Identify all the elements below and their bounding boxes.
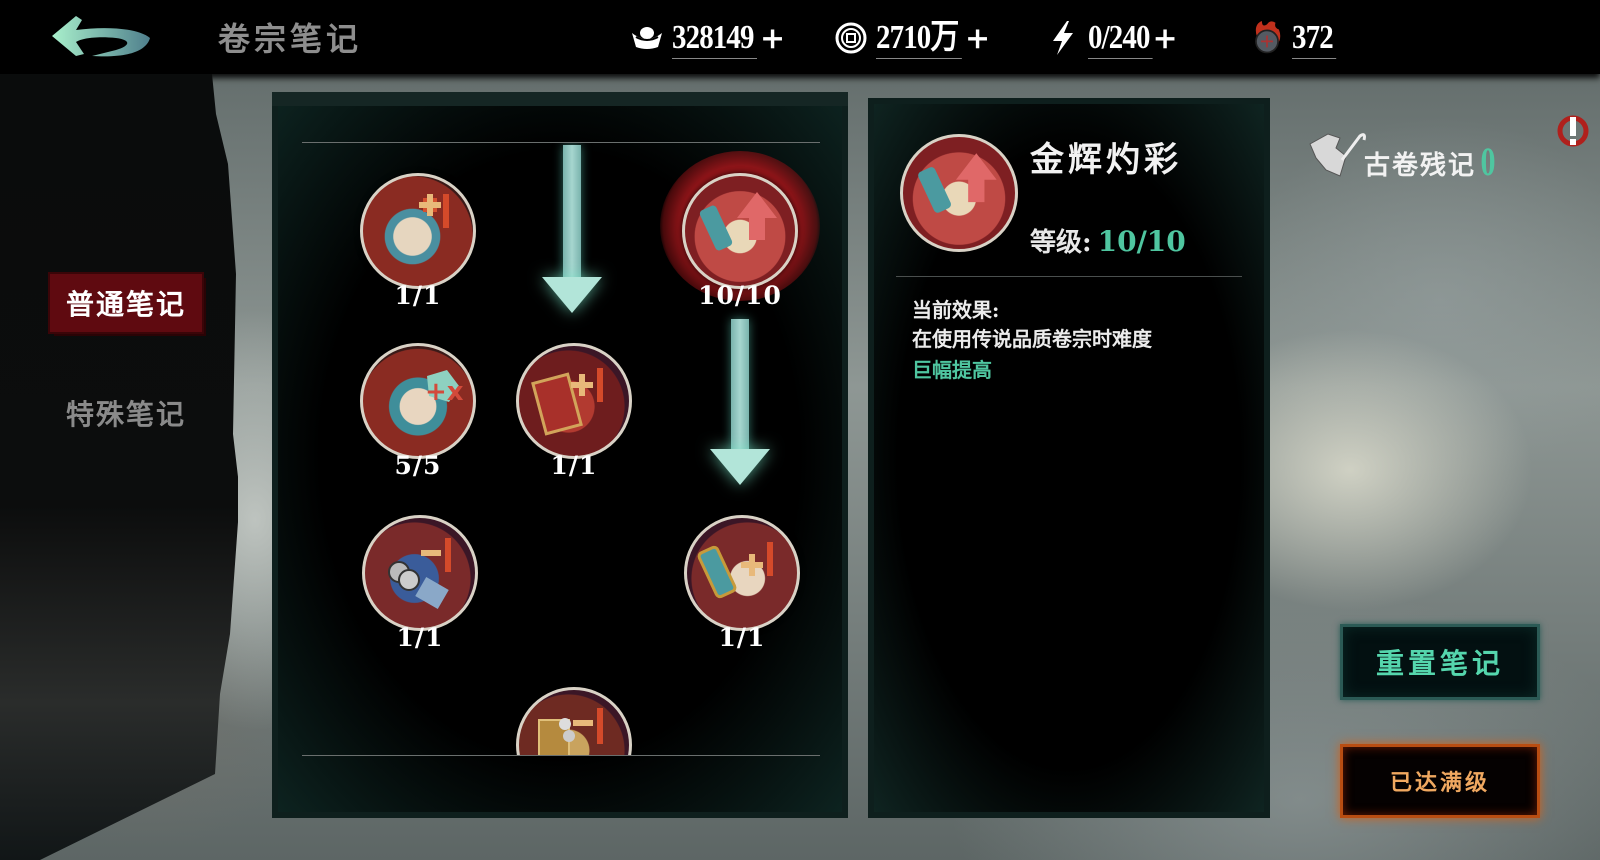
top-bar: 卷宗笔记 328149 + 2710万 + 0/240 + 372: [0, 0, 1600, 74]
ancient-fragments-counter: 古卷残记 0: [1306, 130, 1498, 182]
skill-node[interactable]: 1/1: [360, 173, 476, 313]
node-level-count: 1/1: [550, 451, 598, 480]
silver-value: 328149: [672, 18, 757, 59]
connector-arrow: [710, 319, 770, 489]
add-energy-button[interactable]: +: [1152, 20, 1178, 56]
node-level-count: 10/10: [698, 281, 782, 310]
level-label: 等级:: [1030, 228, 1092, 258]
skill-level: 等级:10/10: [1030, 222, 1186, 259]
resource-coin: 2710万 +: [834, 16, 990, 60]
coins-minus-one-icon: [362, 515, 478, 631]
skill-tree-panel: 1/1 10/10 +x 5/5 1/1: [272, 92, 848, 818]
resource-silver: 328149 +: [630, 16, 785, 60]
token-value: 372: [1292, 18, 1337, 59]
scroll-plus-x-icon: +x: [360, 343, 476, 459]
selected-skill-icon: [900, 134, 1018, 252]
skill-node[interactable]: 1/1: [362, 515, 478, 655]
skill-node[interactable]: 1/1: [516, 343, 632, 483]
copper-coin-icon: [834, 21, 868, 55]
energy-value: 0/240: [1088, 18, 1153, 59]
effect-description: 在使用传说品质卷宗时难度: [912, 327, 1152, 351]
coin-value: 2710万: [876, 18, 962, 59]
book-plus-one-icon: [516, 343, 632, 459]
skill-detail-panel: 金辉灼彩 等级:10/10 当前效果: 在使用传说品质卷宗时难度 巨幅提高: [868, 98, 1270, 818]
effect-label: 当前效果:: [912, 298, 1000, 322]
arrow-head-icon: [542, 277, 602, 313]
add-coin-button[interactable]: +: [965, 20, 991, 56]
tab-special-notes[interactable]: 特殊笔记: [65, 398, 186, 431]
skill-node-selected[interactable]: 10/10: [660, 151, 820, 313]
node-level-count: 1/1: [396, 623, 444, 652]
silver-ingot-icon: [630, 21, 664, 55]
connector-arrow: [542, 145, 602, 319]
arrow-head-icon: [710, 449, 770, 485]
svg-text:+x: +x: [425, 377, 464, 407]
flaming-token-icon: [1250, 21, 1284, 55]
node-level-count: 1/1: [394, 281, 442, 310]
fragments-label: 古卷残记: [1364, 151, 1477, 181]
skill-node[interactable]: +x 5/5: [360, 343, 476, 483]
add-silver-button[interactable]: +: [760, 20, 786, 56]
max-level-button[interactable]: 已达满级: [1340, 744, 1540, 818]
exclamation-icon: [1557, 115, 1589, 147]
back-button[interactable]: [46, 10, 158, 62]
hourglass-up-arrow-icon: [682, 173, 798, 289]
tab-normal-notes[interactable]: 普通笔记: [50, 274, 202, 332]
resource-token: 372: [1250, 16, 1344, 60]
resource-energy: 0/240 +: [1046, 16, 1178, 60]
info-alert-button[interactable]: [1556, 114, 1590, 148]
fragments-count: 0: [1480, 139, 1496, 184]
back-arrow-icon: [52, 16, 150, 57]
divider: [896, 276, 1242, 277]
chest-minus-one-icon: [516, 687, 632, 755]
skill-node[interactable]: 1/1: [684, 515, 800, 655]
lightning-energy-icon: [1046, 21, 1080, 55]
skill-node[interactable]: [516, 687, 632, 755]
skill-name: 金辉灼彩: [1030, 140, 1182, 180]
scroll-fragment-icon: [1309, 133, 1366, 177]
scroll-plus-one-icon: [360, 173, 476, 289]
node-level-count: 1/1: [718, 623, 766, 652]
node-level-count: 5/5: [394, 451, 442, 480]
hourglass-plus-one-icon: [684, 515, 800, 631]
level-value: 10/10: [1097, 225, 1186, 258]
notes-category-sidebar: 普通笔记 特殊笔记: [0, 74, 238, 860]
skill-tree-scroll-area[interactable]: 1/1 10/10 +x 5/5 1/1: [302, 142, 820, 756]
reset-notes-button[interactable]: 重置笔记: [1340, 624, 1540, 700]
page-title: 卷宗笔记: [218, 20, 363, 58]
effect-highlight: 巨幅提高: [912, 358, 992, 382]
